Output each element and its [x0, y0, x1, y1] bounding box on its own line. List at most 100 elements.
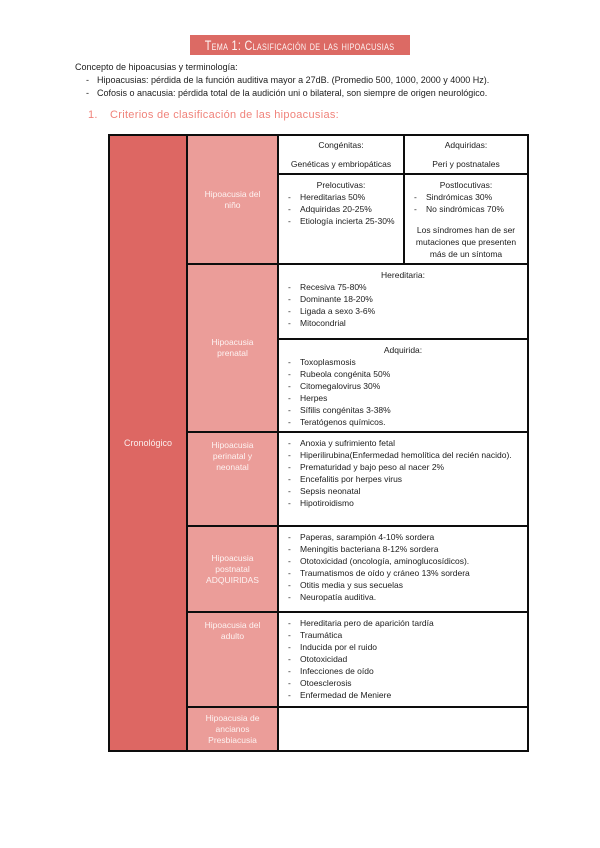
- bullet-dash: -: [86, 75, 89, 85]
- bullet-text: Otoesclerosis: [300, 678, 352, 688]
- row-label: Hipoacusia de ancianos Presbiacusia: [205, 712, 260, 745]
- bullet-item: - Traumática: [282, 629, 524, 641]
- bullet-item: - Otitis media y sus secuelas: [282, 579, 524, 591]
- bullet-item: - Sepsis neonatal: [282, 485, 524, 497]
- bullet-item: - Sindrómicas 30%: [408, 191, 524, 203]
- bullet-item: - Infecciones de oído: [282, 665, 524, 677]
- bullet-dash: -: [288, 438, 291, 448]
- bullet-text: Teratógenos químicos.: [300, 417, 386, 427]
- bullet-item: - Encefalitis por herpes virus: [282, 473, 524, 485]
- content-cell-prelocutivas: Prelocutivas: - Hereditarias 50% - Adqui…: [277, 173, 405, 265]
- bullet-item: - Herpes: [282, 392, 524, 404]
- bullet-dash: -: [288, 294, 291, 304]
- bullet-dash: -: [288, 486, 291, 496]
- adquiridas-title: Adquiridas:: [444, 140, 488, 150]
- row-label: Hipoacusia del niño: [204, 188, 261, 210]
- bullet-dash: -: [288, 192, 291, 202]
- table-row: Hipoacusia del adulto - Hereditaria pero…: [109, 611, 529, 708]
- bullet-item: - Ototoxicidad: [282, 653, 524, 665]
- bullet-dash: -: [288, 306, 291, 316]
- bullet-dash: -: [288, 318, 291, 328]
- adquirida-title: Adquirida:: [383, 345, 423, 355]
- bullet-text: Mitocondrial: [300, 318, 346, 328]
- bullet-text: Inducida por el ruido: [300, 642, 378, 652]
- bullet-item: - Hiperilirubina(Enfermedad hemolítica d…: [282, 449, 524, 461]
- bullet-item: - Meningitis bacteriana 8-12% sordera: [282, 543, 524, 555]
- row-label: Hipoacusia postnatal ADQUIRIDAS: [206, 552, 259, 585]
- page-title: Tema 1: Clasificación de las hipoacusias: [205, 37, 395, 53]
- bullet-text: Herpes: [300, 393, 328, 403]
- bullet-text: Cofosis o anacusia: pérdida total de la …: [97, 88, 488, 98]
- bullet-dash: -: [288, 405, 291, 415]
- content-cell-perinatal: - Anoxia y sufrimiento fetal - Hiperilir…: [277, 431, 529, 527]
- prelocutivas-title: Prelocutivas:: [316, 180, 366, 190]
- bullet-dash: -: [288, 462, 291, 472]
- bullet-item: - Adquiridas 20-25%: [282, 203, 400, 215]
- bullet-item: - Neuropatía auditiva.: [282, 591, 524, 603]
- bullet-item: - Dominante 18-20%: [282, 293, 524, 305]
- content-cell-postlocutivas: Postlocutivas: - Sindrómicas 30% - No si…: [403, 173, 529, 265]
- bullet-dash: -: [288, 690, 291, 700]
- bullet-text: Ototoxicidad (oncología, aminoglucosídic…: [300, 556, 470, 566]
- bullet-dash: -: [288, 532, 291, 542]
- bullet-item: - Teratógenos químicos.: [282, 416, 524, 428]
- bullet-item: - Recesiva 75-80%: [282, 281, 524, 293]
- bullet-text: Paperas, sarampión 4-10% sordera: [300, 532, 435, 542]
- table-row: Adquirida: - Toxoplasmosis - Rubeola con…: [109, 338, 529, 433]
- bullet-item: - Hipotiroidismo: [282, 497, 524, 509]
- criterion-cell-cronologico: Cronológico: [108, 134, 188, 752]
- bullet-text: Citomegalovirus 30%: [300, 381, 381, 391]
- bullet-text: Hipoacusias: pérdida de la función audit…: [97, 75, 490, 85]
- bullet-item: - Ototoxicidad (oncología, aminoglucosíd…: [282, 555, 524, 567]
- bullet-dash: -: [414, 204, 417, 214]
- label-cell-nino: Hipoacusia del niño: [186, 134, 279, 265]
- postlocutivas-bullet-list: - Sindrómicas 30% - No sindrómicas 70%: [408, 191, 524, 215]
- bullet-item: - Inducida por el ruido: [282, 641, 524, 653]
- label-cell-ancianos: Hipoacusia de ancianos Presbiacusia: [186, 706, 279, 752]
- bullet-text: Toxoplasmosis: [300, 357, 356, 367]
- content-cell-ancianos-empty: [277, 706, 529, 752]
- content-cell-adquirida: Adquirida: - Toxoplasmosis - Rubeola con…: [277, 338, 529, 433]
- bullet-dash: -: [288, 450, 291, 460]
- bullet-dash: -: [288, 417, 291, 427]
- hereditaria-title: Hereditaria:: [381, 270, 425, 280]
- bullet-dash: -: [86, 88, 89, 98]
- bullet-dash: -: [288, 580, 291, 590]
- table-row: Cronológico Hipoacusia del niño Congénit…: [108, 134, 529, 752]
- title-banner: Tema 1: Clasificación de las hipoacusias: [190, 35, 410, 55]
- bullet-text: Encefalitis por herpes virus: [300, 474, 403, 484]
- bullet-text: Hiperilirubina(Enfermedad hemolítica del…: [300, 450, 512, 460]
- intro-bullet-item: - Cofosis o anacusia: pérdida total de l…: [75, 87, 553, 100]
- row-label: Hipoacusia del adulto: [204, 620, 261, 641]
- postlocutivas-title: Postlocutivas:: [439, 180, 493, 190]
- bullet-item: - Etiología incierta 25-30%: [282, 215, 400, 227]
- bullet-text: Sindrómicas 30%: [426, 192, 493, 202]
- section-heading: 1. Criterios de clasificación de las hip…: [88, 109, 339, 121]
- bullet-text: Enfermedad de Meniere: [300, 690, 392, 700]
- bullet-text: Traumatismos de oído y cráneo 13% sorder…: [300, 568, 470, 578]
- section-number: 1.: [88, 109, 98, 121]
- congenitas-title: Congénitas:: [318, 140, 364, 150]
- bullet-item: - Ligada a sexo 3-6%: [282, 305, 524, 317]
- bullet-text: Hipotiroidismo: [300, 498, 354, 508]
- bullet-text: Otitis media y sus secuelas: [300, 580, 403, 590]
- row-label: Hipoacusia perinatal y neonatal: [211, 440, 254, 472]
- bullet-item: - No sindrómicas 70%: [408, 203, 524, 215]
- intro-section: Concepto de hipoacusias y terminología: …: [75, 61, 553, 100]
- bullet-item: - Otoesclerosis: [282, 677, 524, 689]
- table-row: Hipoacusia prenatal Hereditaria: - Reces…: [109, 263, 529, 433]
- bullet-text: Etiología incierta 25-30%: [300, 216, 395, 226]
- bullet-dash: -: [288, 369, 291, 379]
- bullet-item: - Hereditaria pero de aparición tardía: [282, 617, 524, 629]
- bullet-dash: -: [288, 654, 291, 664]
- bullet-dash: -: [288, 498, 291, 508]
- congenitas-subtitle: Genéticas y embriopáticas: [290, 159, 392, 169]
- postnatal-bullet-list: - Paperas, sarampión 4-10% sordera - Men…: [282, 531, 524, 603]
- bullet-item: - Toxoplasmosis: [282, 356, 524, 368]
- bullet-item: - Hereditarias 50%: [282, 191, 400, 203]
- bullet-item: - Enfermedad de Meniere: [282, 689, 524, 701]
- section-heading-text: Criterios de clasificación de las hipoac…: [110, 109, 340, 121]
- bullet-dash: -: [288, 381, 291, 391]
- bullet-text: Ototoxicidad: [300, 654, 348, 664]
